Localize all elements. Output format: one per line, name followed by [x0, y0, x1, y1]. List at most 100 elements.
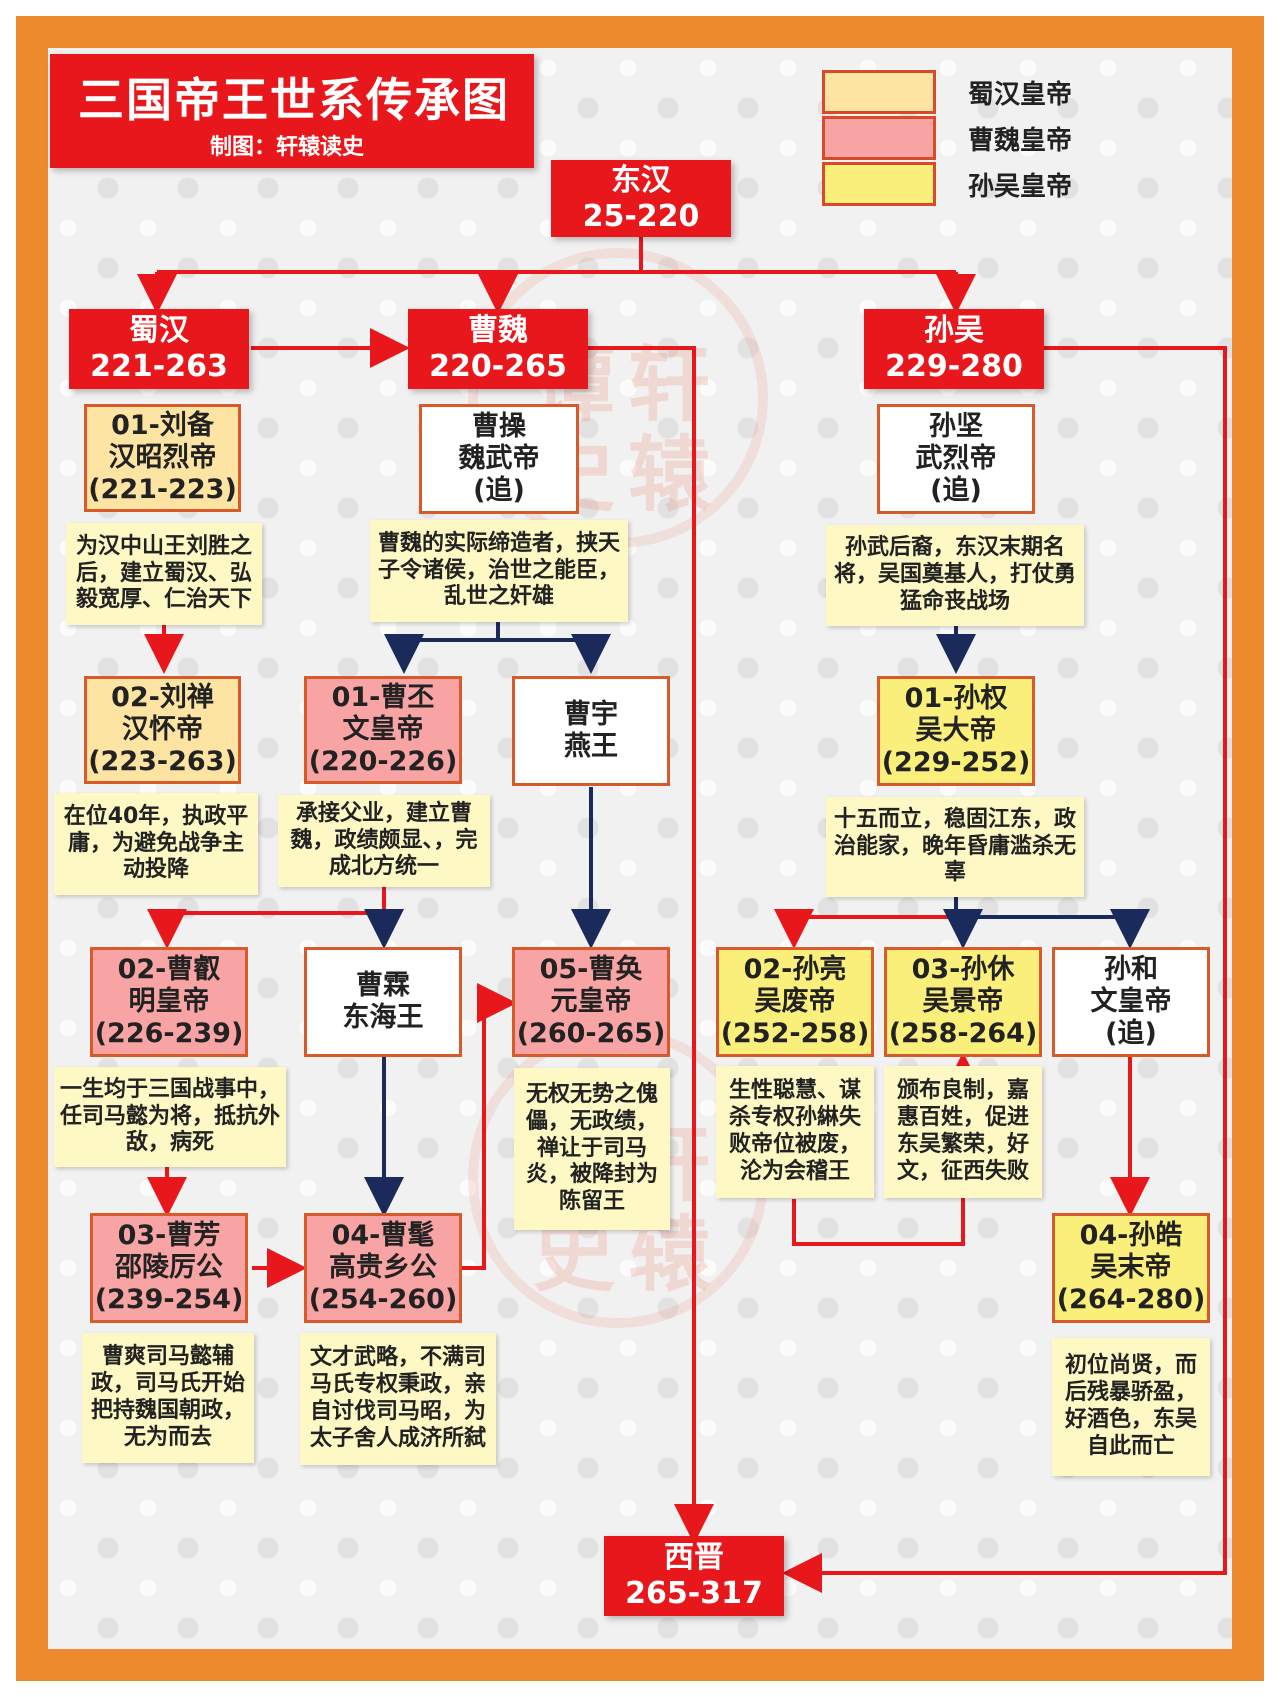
ruler-number-name: 05-曹奂: [539, 954, 643, 986]
ruler-years: (264-280): [1056, 1283, 1206, 1315]
ruler-number-name: 04-孙皓: [1079, 1220, 1183, 1252]
ruler-years: (258-264): [888, 1017, 1038, 1049]
ruler-caohuan: 05-曹奂 元皇帝 (260-265): [512, 947, 670, 1057]
ruler-number-name: 02-曹叡: [117, 954, 221, 986]
ruler-liushan: 02-刘禅 汉怀帝 (223-263): [84, 676, 241, 784]
ruler-desc: 十五而立，稳固江东，政治能家，晚年昏庸滥杀无辜: [826, 797, 1084, 897]
ruler-title: 吴末帝: [1090, 1252, 1172, 1284]
ruler-number-name: 孙和: [1104, 954, 1158, 986]
watermark-char: 轩: [628, 337, 711, 433]
era-years: 25-220: [582, 198, 700, 234]
ruler-title: 吴大帝: [915, 715, 997, 747]
ruler-caoyu: 曹宇 燕王: [512, 676, 670, 786]
ruler-caocao: 曹操 魏武帝 (追): [419, 404, 579, 514]
ruler-number-name: 02-孙亮: [743, 954, 847, 986]
ruler-caomao: 04-曹髦 高贵乡公 (254-260): [304, 1213, 462, 1323]
ruler-years: (252-258): [720, 1017, 870, 1049]
ruler-sunhe: 孙和 文皇帝 (追): [1052, 947, 1210, 1057]
legend-label-shu: 蜀汉皇帝: [968, 80, 1073, 110]
ruler-years: (239-254): [94, 1283, 244, 1315]
ruler-sunliang: 02-孙亮 吴废帝 (252-258): [716, 947, 874, 1057]
ruler-number-name: 曹操: [472, 411, 526, 443]
ruler-caolin: 曹霖 东海王: [304, 947, 462, 1057]
ruler-years: (254-260): [308, 1283, 458, 1315]
page-title: 三国帝王世系传承图: [78, 73, 510, 127]
era-shuhan: 蜀汉 221-263: [69, 309, 249, 389]
ruler-caopi: 01-曹丕 文皇帝 (220-226): [304, 676, 462, 784]
ruler-desc: 无权无势之傀儡，无政绩，禅让于司马炎，被降封为陈留王: [514, 1068, 670, 1230]
ruler-title: 邵陵厉公: [115, 1252, 223, 1284]
ruler-title: 汉昭烈帝: [108, 442, 217, 474]
era-years: 265-317: [625, 1576, 763, 1611]
ruler-name: 曹霖: [356, 970, 410, 1002]
era-name: 西晋: [664, 1540, 724, 1575]
ruler-title: 高贵乡公: [329, 1252, 437, 1284]
ruler-number-name: 04-曹髦: [331, 1220, 435, 1252]
era-caowei: 曹魏 220-265: [408, 309, 588, 389]
era-sunwu: 孙吴 229-280: [864, 309, 1044, 389]
ruler-title: 文皇帝: [1090, 986, 1172, 1018]
ruler-sunhao: 04-孙皓 吴末帝 (264-280): [1052, 1213, 1210, 1323]
ruler-number-name: 03-孙休: [911, 954, 1015, 986]
ruler-desc: 曹魏的实际缔造者，挟天子令诸侯，治世之能臣，乱世之奸雄: [370, 520, 628, 622]
era-name: 孙吴: [924, 313, 984, 348]
ruler-number-name: 01-孙权: [904, 683, 1008, 715]
era-name: 东汉: [611, 162, 671, 198]
ruler-title: 吴景帝: [922, 986, 1004, 1018]
ruler-number-name: 03-曹芳: [117, 1220, 221, 1252]
ruler-desc: 曹爽司马懿辅政，司马氏开始把持魏国朝政，无为而去: [82, 1333, 254, 1463]
ruler-title: 魏武帝: [458, 443, 540, 475]
ruler-years: (220-226): [308, 745, 458, 777]
ruler-years: (229-252): [881, 746, 1031, 778]
ruler-caofang: 03-曹芳 邵陵厉公 (239-254): [90, 1213, 248, 1323]
ruler-sunquan: 01-孙权 吴大帝 (229-252): [877, 676, 1035, 786]
ruler-title: 东海王: [342, 1002, 424, 1033]
page-subtitle: 制图：轩辕读史: [210, 135, 365, 160]
ruler-number-name: 01-刘备: [111, 410, 214, 442]
ruler-years: (226-239): [94, 1017, 244, 1049]
ruler-years: (追): [930, 474, 982, 506]
ruler-desc: 初位尚贤，而后残暴骄盈，好酒色，东吴自此而亡: [1052, 1338, 1210, 1476]
ruler-desc: 一生均于三国战事中，任司马懿为将，抵抗外敌，病死: [54, 1067, 286, 1167]
ruler-sunjian: 孙坚 武烈帝 (追): [877, 404, 1035, 514]
ruler-title: 吴废帝: [754, 986, 836, 1018]
era-years: 229-280: [885, 349, 1023, 384]
watermark-char: 辕: [628, 427, 711, 523]
ruler-years: (追): [473, 474, 525, 506]
legend-label-wei: 曹魏皇帝: [968, 126, 1073, 156]
ruler-desc: 文才武略，不满司马氏专权秉政，亲自讨伐司马昭，为太子舍人成济所弑: [300, 1333, 496, 1465]
ruler-desc: 生性聪慧、谋杀专权孙綝失败帝位被废，沦为会稽王: [716, 1066, 874, 1198]
era-donghan: 东汉 25-220: [551, 160, 731, 237]
ruler-liubei: 01-刘备 汉昭烈帝 (221-223): [84, 404, 241, 512]
ruler-number-name: 02-刘禅: [111, 682, 214, 714]
ruler-title: 燕王: [564, 731, 618, 762]
title-banner: 三国帝王世系传承图 制图：轩辕读史: [50, 54, 534, 168]
ruler-desc: 颁布良制，嘉惠百姓，促进东吴繁荣，好文，征西失败: [884, 1066, 1042, 1198]
ruler-desc: 在位40年，执政平庸，为避免战争主动投降: [54, 793, 258, 895]
era-name: 蜀汉: [129, 313, 189, 348]
ruler-years: (221-223): [88, 473, 237, 505]
ruler-title: 元皇帝: [550, 986, 632, 1018]
era-name: 曹魏: [468, 313, 528, 348]
ruler-title: 武烈帝: [915, 443, 997, 475]
ruler-desc: 承接父业，建立曹魏，政绩颇显、，完成北方统一: [278, 795, 490, 887]
legend-swatch-wei: [822, 116, 936, 160]
legend-swatch-shu: [822, 70, 936, 114]
ruler-number-name: 01-曹丕: [331, 682, 435, 714]
ruler-years: (260-265): [516, 1017, 666, 1049]
ruler-sunxiu: 03-孙休 吴景帝 (258-264): [884, 947, 1042, 1057]
era-years: 220-265: [429, 349, 567, 384]
ruler-desc: 孙武后裔，东汉末期名将，吴国奠基人，打仗勇猛命丧战场: [826, 525, 1084, 626]
ruler-caorui: 02-曹叡 明皇帝 (226-239): [90, 947, 248, 1057]
ruler-title: 明皇帝: [128, 986, 210, 1018]
era-years: 221-263: [90, 349, 228, 384]
era-xijin: 西晋 265-317: [604, 1536, 784, 1616]
legend-swatch-wu: [822, 162, 936, 206]
ruler-desc: 为汉中山王刘胜之后，建立蜀汉、弘毅宽厚、仁治天下: [66, 523, 262, 625]
ruler-name: 曹宇: [564, 699, 618, 731]
ruler-title: 文皇帝: [342, 714, 424, 746]
legend-label-wu: 孙吴皇帝: [968, 172, 1073, 202]
ruler-number-name: 孙坚: [929, 411, 983, 443]
ruler-years: (223-263): [88, 745, 237, 777]
